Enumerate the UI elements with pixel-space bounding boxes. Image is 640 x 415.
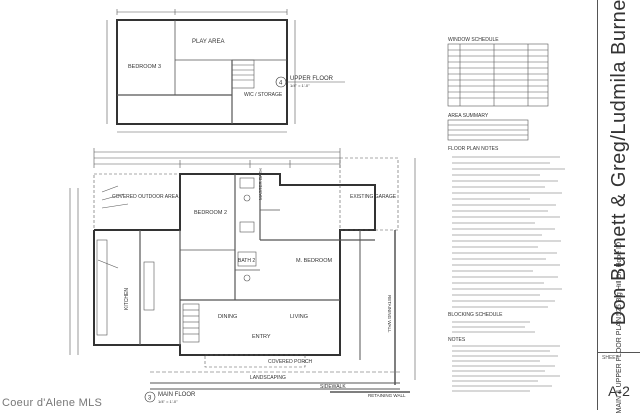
m-bedroom-label: M. BEDROOM (296, 258, 332, 264)
master-bath-label: MASTER BATH (258, 168, 263, 200)
upper-floor-scale: 1/4" = 1'-0" (290, 83, 310, 88)
title-block: Don Burnett & Greg/Ludmila Burnett 525 B… (597, 0, 640, 413)
upper-floor-title: UPPER FLOOR (290, 76, 334, 82)
covered-outdoor-area (93, 173, 181, 231)
covered-porch (204, 354, 306, 368)
main-floor-scale: 1/4" = 1'-0" (158, 399, 178, 404)
landscaping-label: LANDSCAPING (250, 375, 286, 381)
window-schedule-table (447, 43, 549, 107)
sheet-label: SHEET (602, 355, 619, 361)
floor-plan-notes-title: FLOOR PLAN NOTES (448, 146, 499, 152)
kitchen-label: KITCHEN (124, 288, 130, 310)
main-floor-title: MAIN FLOOR (158, 392, 196, 398)
retaining-wall-bottom-label: RETAINING WALL (368, 393, 406, 398)
upper-bedroom3-label: BEDROOM 3 (128, 64, 161, 70)
upper-floor-number: 4 (279, 81, 283, 87)
notes-lines (452, 345, 560, 392)
notes-title: NOTES (448, 337, 466, 343)
living-label: LIVING (290, 314, 308, 320)
address-block: 525 Big Hill Dr. Hope ID MAIN & UPPER FL… (600, 242, 638, 413)
sheet-number: A-2 (608, 383, 630, 399)
kitchen-island (143, 261, 155, 311)
plan-drawing: BEDROOM 3 PLAY AREA WIC / STORAGE 4 UPPE… (69, 9, 565, 404)
address-line-1: 525 Big Hill Dr. Hope ID (615, 241, 623, 316)
bath2-label: BATH 2 (238, 258, 255, 264)
blocking-schedule-lines (452, 321, 535, 333)
garage-label: EXISTING GARAGE (350, 194, 397, 200)
sheet-box: SHEET A-2 (598, 352, 640, 411)
area-summary-table (447, 119, 529, 141)
dining-label: DINING (218, 314, 237, 320)
entry-label: ENTRY (252, 334, 271, 340)
main-floor-number: 3 (148, 396, 152, 402)
sidewalk-label: SIDEWALK (320, 384, 346, 390)
main-stair (182, 303, 200, 343)
main-floor-plan (69, 148, 416, 393)
bedroom2-label: BEDROOM 2 (194, 210, 227, 216)
upper-floor-outline (116, 19, 288, 125)
upper-floor-plan (106, 9, 345, 133)
upper-stair (231, 59, 255, 89)
covered-outdoor-label: COVERED OUTDOOR AREA (112, 194, 179, 200)
upper-wic-storage-label: WIC / STORAGE (244, 92, 283, 98)
upper-play-area-label: PLAY AREA (192, 39, 224, 45)
window-schedule-title: WINDOW SCHEDULE (448, 37, 499, 43)
covered-porch-label: COVERED PORCH (268, 359, 313, 365)
upper-floor-callout (275, 76, 287, 88)
area-summary-title: AREA SUMMARY (448, 113, 489, 119)
blocking-schedule-title: BLOCKING SCHEDULE (448, 312, 503, 318)
mls-watermark: Coeur d'Alene MLS (2, 397, 103, 409)
main-floor-callout (144, 391, 156, 403)
retaining-wall-side-label: RETAINING WALL (387, 295, 392, 333)
floor-plan-notes-lines (452, 156, 565, 308)
